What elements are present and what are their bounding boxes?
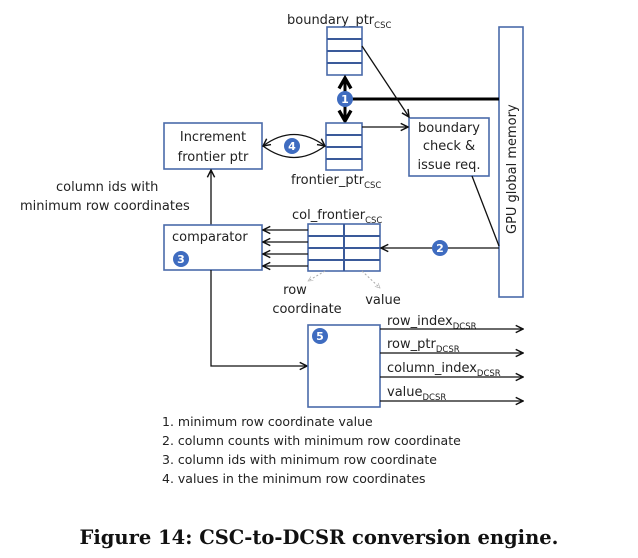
row-coordinate-label-1: row [283, 283, 307, 298]
boundary-ptr-array [326, 26, 363, 76]
badge-1: 1 [337, 91, 353, 107]
svg-text:row_indexDCSR: row_indexDCSR [387, 314, 477, 332]
figure-caption: Figure 14: CSC-to-DCSR conversion engine… [80, 526, 559, 549]
svg-text:3: 3 [177, 253, 185, 266]
svg-text:Increment: Increment [180, 130, 246, 145]
svg-text:5: 5 [316, 330, 324, 343]
frontier-ptr-array [325, 122, 363, 171]
increment-frontier-ptr-box: Increment frontier ptr [163, 122, 263, 170]
svg-text:4: 4 [288, 140, 296, 153]
legend-item-2: 2. column counts with minimum row coordi… [162, 433, 461, 448]
badge-5: 5 [312, 328, 328, 344]
value-label: value [365, 293, 401, 308]
gpu-global-memory: GPU global memory [498, 26, 524, 298]
svg-text:issue req.: issue req. [418, 158, 481, 173]
gpu-global-memory-label: GPU global memory [505, 104, 520, 234]
svg-text:check &: check & [423, 139, 475, 154]
svg-text:2: 2 [436, 242, 444, 255]
increment-upper-arrow [263, 133, 325, 147]
output-row-index: row_indexDCSR [380, 314, 523, 332]
svg-text:column_indexDCSR: column_indexDCSR [387, 361, 501, 379]
output-value: valueDCSR [380, 385, 523, 403]
legend: 1. minimum row coordinate value 2. colum… [162, 414, 461, 486]
badge-4: 4 [284, 138, 300, 154]
badge-3: 3 [173, 251, 189, 267]
boundary-ptr-label: boundary_ptrCSC [287, 13, 391, 31]
col-frontier-array [307, 223, 381, 272]
check-to-memory-line [471, 175, 500, 247]
svg-text:valueDCSR: valueDCSR [387, 385, 446, 403]
boundary-check-box: boundary check & issue req. [408, 117, 490, 177]
col-frontier-label: col_frontierCSC [292, 208, 382, 226]
svg-text:row_ptrDCSR: row_ptrDCSR [387, 337, 460, 355]
frontier-ptr-label: frontier_ptrCSC [291, 173, 381, 191]
legend-item-3: 3. column ids with minimum row coordinat… [162, 452, 437, 467]
column-ids-note-line1: column ids with [56, 180, 158, 195]
svg-text:comparator: comparator [172, 230, 248, 245]
column-ids-note-line2: minimum row coordinates [20, 199, 190, 214]
svg-text:boundary: boundary [418, 121, 480, 136]
legend-item-1: 1. minimum row coordinate value [162, 414, 373, 429]
badge-2: 2 [432, 240, 448, 256]
output-row-ptr: row_ptrDCSR [380, 337, 523, 355]
row-coordinate-label-2: coordinate [272, 302, 341, 317]
comparator-to-output-arrow [210, 270, 307, 366]
legend-item-4: 4. values in the minimum row coordinates [162, 471, 426, 486]
output-column-index: column_indexDCSR [380, 361, 523, 379]
boundary-ptr-to-check-arrow [361, 45, 409, 117]
svg-text:1: 1 [341, 93, 349, 106]
row-coordinate-callout [308, 270, 326, 282]
increment-lower-arrow [262, 145, 326, 159]
svg-text:frontier ptr: frontier ptr [178, 150, 249, 165]
value-callout [361, 270, 380, 288]
